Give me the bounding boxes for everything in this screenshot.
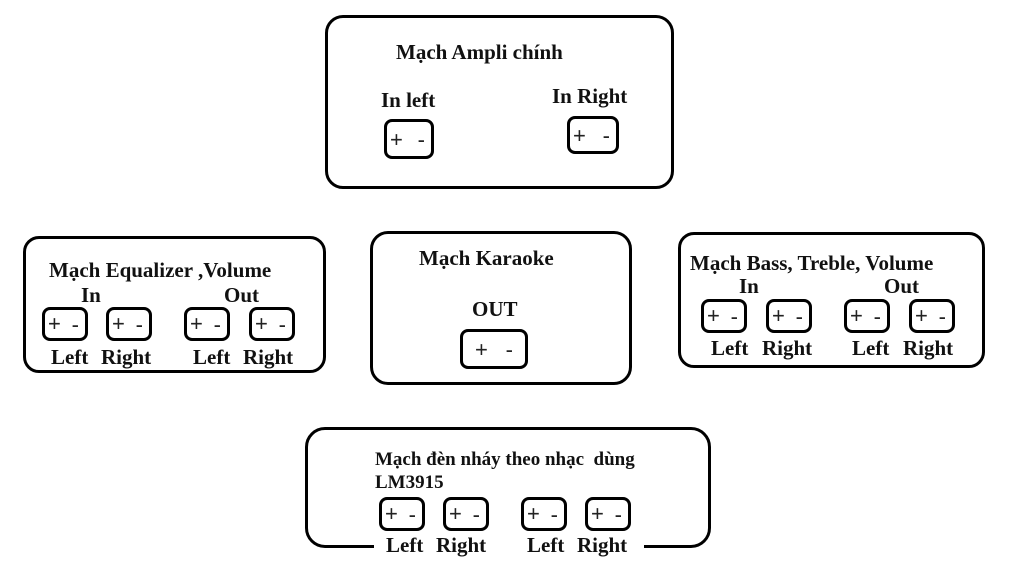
terminal-led-left-2: +- [521, 497, 567, 531]
minus-sign: - [505, 337, 513, 362]
plus-sign: + [255, 311, 268, 336]
led-right-2-label: Right [577, 533, 628, 557]
in-left-label: In left [381, 88, 436, 112]
eq-in-right-label: Right [101, 345, 152, 369]
plus-sign: + [48, 311, 61, 336]
minus-sign: - [71, 312, 79, 337]
minus-sign: - [873, 304, 881, 329]
bass-treble-title: Mạch Bass, Treble, Volume [690, 251, 934, 275]
terminal-led-right-2: +- [585, 497, 631, 531]
equalizer-block: Mạch Equalizer ,Volume In Out +- +- +- +… [23, 236, 326, 373]
minus-sign: - [472, 502, 480, 527]
terminal-bt-in-left: +- [701, 299, 747, 333]
minus-sign: - [417, 127, 425, 152]
bt-in-left-label: Left [711, 336, 749, 360]
minus-sign: - [730, 304, 738, 329]
bass-treble-in-label: In [739, 274, 759, 298]
led-left-2-label: Left [527, 533, 565, 557]
eq-in-left-label: Left [51, 345, 89, 369]
minus-sign: - [938, 304, 946, 329]
plus-sign: + [190, 311, 203, 336]
minus-sign: - [278, 312, 286, 337]
terminal-bt-out-left: +- [844, 299, 890, 333]
main-amp-title: Mạch Ampli chính [396, 40, 563, 64]
bt-in-right-label: Right [762, 336, 813, 360]
terminal-eq-in-right: +- [106, 307, 152, 341]
plus-sign: + [449, 501, 462, 526]
plus-sign: + [475, 337, 488, 362]
terminal-led-left-1: +- [379, 497, 425, 531]
terminal-led-right-1: +- [443, 497, 489, 531]
terminal-karaoke-out: + - [460, 329, 528, 369]
terminal-eq-out-right: +- [249, 307, 295, 341]
plus-sign: + [527, 501, 540, 526]
minus-sign: - [795, 304, 803, 329]
karaoke-out-label: OUT [472, 297, 518, 321]
plus-sign: + [707, 303, 720, 328]
bt-out-right-label: Right [903, 336, 954, 360]
plus-sign: + [591, 501, 604, 526]
eq-out-right-label: Right [243, 345, 294, 369]
karaoke-title: Mạch Karaoke [419, 246, 554, 270]
plus-sign: + [772, 303, 785, 328]
bass-treble-out-label: Out [884, 274, 920, 298]
minus-sign: - [614, 502, 622, 527]
plus-sign: + [390, 127, 403, 152]
plus-sign: + [112, 311, 125, 336]
eq-out-left-label: Left [193, 345, 231, 369]
karaoke-block: Mạch Karaoke OUT + - [370, 231, 632, 385]
equalizer-out-label: Out [224, 283, 260, 307]
minus-sign: - [550, 502, 558, 527]
in-right-label: In Right [552, 84, 628, 108]
main-amp-block: Mạch Ampli chính In left In Right + - + … [325, 15, 674, 189]
minus-sign: - [213, 312, 221, 337]
terminal-bt-in-right: +- [766, 299, 812, 333]
led-vu-block: Mạch đèn nháy theo nhạc dùng LM3915 +- +… [305, 427, 711, 548]
bt-out-left-label: Left [852, 336, 890, 360]
minus-sign: - [408, 502, 416, 527]
plus-sign: + [850, 303, 863, 328]
terminal-eq-out-left: +- [184, 307, 230, 341]
terminal-eq-in-left: +- [42, 307, 88, 341]
led-right-1-label: Right [436, 533, 487, 557]
led-vu-title-line2: LM3915 [375, 472, 444, 493]
terminal-in-left: + - [384, 119, 434, 159]
minus-sign: - [602, 123, 610, 148]
plus-sign: + [385, 501, 398, 526]
plus-sign: + [915, 303, 928, 328]
minus-sign: - [135, 312, 143, 337]
plus-sign: + [573, 123, 586, 148]
led-vu-title-line1: Mạch đèn nháy theo nhạc dùng [375, 449, 635, 470]
equalizer-in-label: In [81, 283, 101, 307]
bass-treble-block: Mạch Bass, Treble, Volume In Out +- +- +… [678, 232, 985, 368]
terminal-in-right: + - [567, 116, 619, 154]
equalizer-title: Mạch Equalizer ,Volume [49, 258, 272, 282]
led-left-1-label: Left [386, 533, 424, 557]
border-gap [374, 542, 644, 548]
terminal-bt-out-right: +- [909, 299, 955, 333]
